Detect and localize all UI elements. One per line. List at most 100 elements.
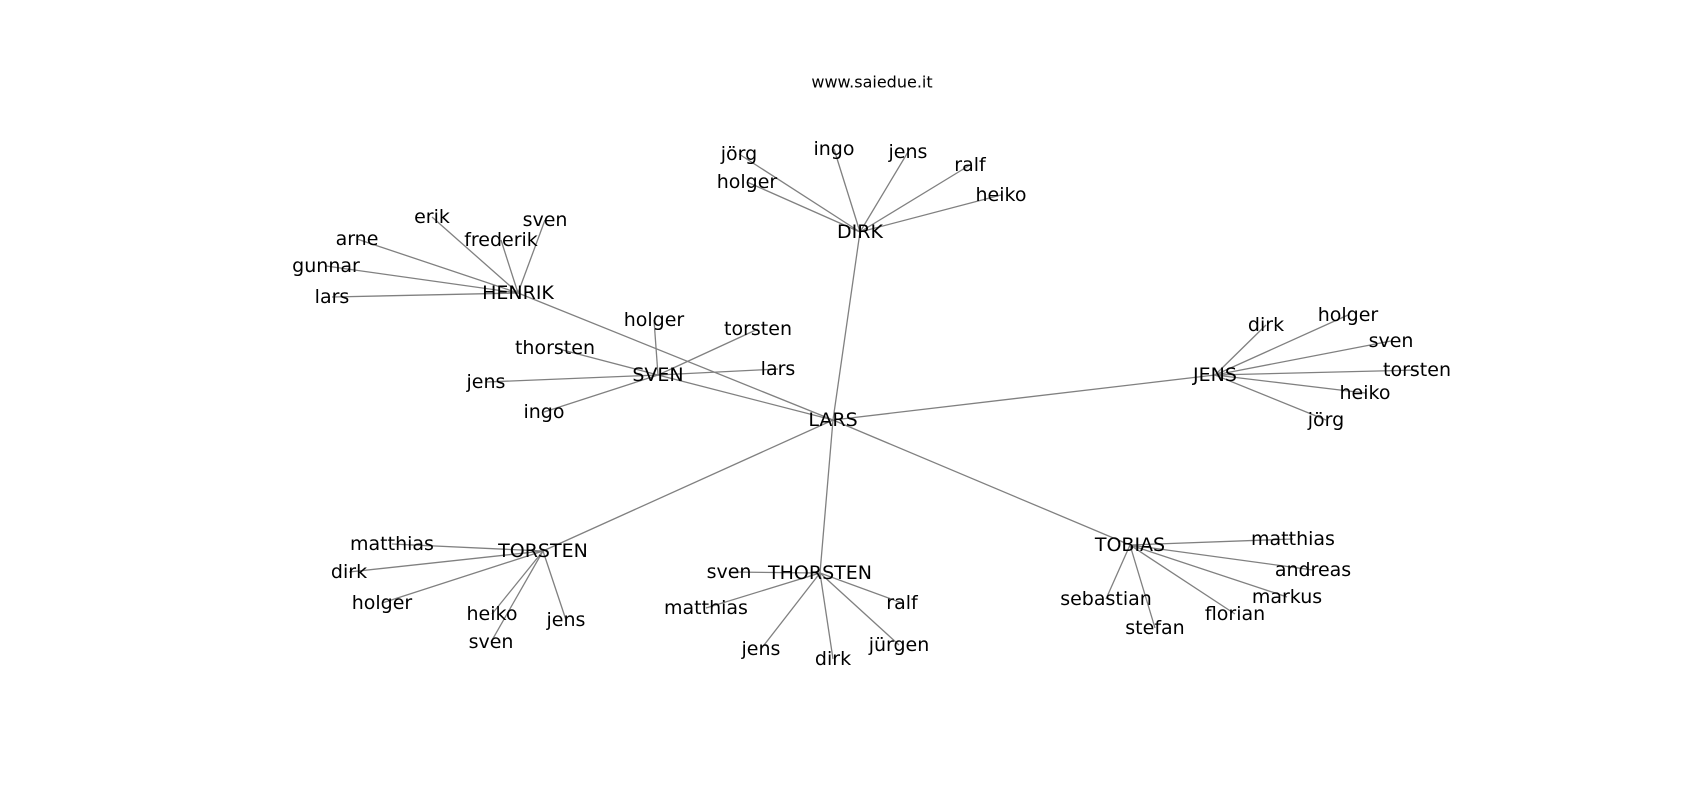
node-leaf-jens: heiko — [1340, 382, 1391, 404]
node-hub-dirk: DIRK — [837, 221, 883, 243]
edge-tobias-leaf — [1129, 544, 1156, 629]
edge-torsten-leaf — [348, 550, 544, 573]
node-leaf-tobias: andreas — [1275, 559, 1351, 581]
node-leaf-jens: holger — [1318, 304, 1379, 326]
edge-lars-jens — [832, 374, 1216, 421]
node-leaf-thorsten: jens — [741, 638, 781, 660]
edge-lars-thorsten — [819, 419, 834, 574]
edge-sven-leaf — [543, 374, 659, 413]
edge-sven-leaf — [657, 328, 759, 376]
edge-tobias-leaf — [1129, 538, 1294, 546]
edge-thorsten-leaf — [819, 572, 900, 646]
edge-torsten-leaf — [542, 550, 567, 621]
edge-jens-leaf — [1214, 324, 1267, 376]
node-hub-tobias: TOBIAS — [1094, 534, 1165, 556]
node-hub-jens: JENS — [1192, 364, 1237, 386]
node-leaf-tobias: stefan — [1125, 617, 1184, 639]
edge-layer — [325, 148, 1418, 660]
node-leaf-thorsten: sven — [707, 561, 752, 583]
edge-lars-dirk — [832, 231, 861, 421]
node-leaf-torsten: matthias — [350, 533, 434, 555]
node-leaf-dirk: jens — [888, 141, 928, 163]
node-leaf-henrik: erik — [414, 206, 450, 228]
node-leaf-sven: holger — [624, 309, 685, 331]
node-leaf-tobias: florian — [1205, 603, 1265, 625]
edge-dirk-leaf — [859, 164, 971, 233]
edge-henrik-leaf — [517, 219, 546, 294]
node-leaf-dirk: heiko — [976, 184, 1027, 206]
edge-jens-leaf — [1214, 340, 1392, 376]
node-leaf-sven: thorsten — [515, 337, 595, 359]
site-watermark: www.saiedue.it — [811, 73, 932, 92]
edge-thorsten-leaf — [819, 572, 834, 660]
node-hub-thorsten: THORSTEN — [767, 562, 872, 584]
edge-dirk-leaf — [859, 151, 909, 233]
node-leaf-tobias: sebastian — [1060, 588, 1152, 610]
node-leaf-jens: dirk — [1248, 314, 1284, 336]
node-leaf-henrik: gunnar — [292, 255, 360, 277]
edge-torsten-leaf — [490, 550, 544, 643]
edge-torsten-leaf — [491, 550, 544, 615]
node-leaf-thorsten: jürgen — [868, 634, 930, 656]
node-leaf-henrik: sven — [523, 209, 568, 231]
edge-jens-leaf — [1214, 374, 1327, 421]
node-hub-sven: SVEN — [632, 364, 683, 386]
node-leaf-torsten: jens — [546, 609, 586, 631]
node-leaf-sven: lars — [761, 358, 796, 380]
node-leaf-torsten: holger — [352, 592, 413, 614]
edge-thorsten-leaf — [760, 572, 821, 650]
node-hub-torsten: TORSTEN — [497, 540, 588, 562]
edge-sven-leaf — [485, 374, 659, 383]
node-leaf-tobias: matthias — [1251, 528, 1335, 550]
edge-thorsten-leaf — [705, 572, 821, 609]
edge-tobias-leaf — [1129, 544, 1314, 571]
node-leaf-jens: jörg — [1307, 409, 1344, 431]
node-leaf-sven: ingo — [523, 401, 564, 423]
edge-lars-tobias — [832, 419, 1131, 546]
edge-torsten-leaf — [391, 543, 544, 552]
edge-jens-leaf — [1214, 314, 1349, 376]
edge-henrik-leaf — [356, 238, 519, 294]
edge-lars-henrik — [517, 292, 834, 421]
edge-tobias-leaf — [1105, 544, 1131, 600]
node-leaf-torsten: dirk — [331, 561, 367, 583]
edge-henrik-leaf — [325, 265, 519, 294]
edge-torsten-leaf — [381, 550, 544, 604]
edge-dirk-leaf — [746, 181, 861, 233]
node-leaf-henrik: lars — [315, 286, 350, 308]
node-leaf-thorsten: ralf — [886, 592, 919, 614]
node-leaf-henrik: frederik — [464, 229, 538, 251]
edge-henrik-leaf — [331, 292, 519, 298]
node-leaf-sven: jens — [466, 371, 506, 393]
edge-thorsten-leaf — [728, 571, 821, 574]
node-leaf-dirk: holger — [717, 171, 778, 193]
node-leaf-jens: torsten — [1383, 359, 1451, 381]
node-root-lars: LARS — [808, 409, 857, 431]
edge-henrik-leaf — [500, 239, 519, 294]
edge-tobias-leaf — [1129, 544, 1288, 598]
node-leaf-sven: torsten — [724, 318, 792, 340]
edge-henrik-leaf — [431, 216, 519, 294]
edge-jens-leaf — [1214, 369, 1418, 376]
edge-sven-leaf — [554, 347, 659, 376]
node-leaf-henrik: arne — [336, 228, 379, 250]
node-hub-henrik: HENRIK — [482, 282, 554, 304]
edge-lars-sven — [657, 374, 834, 421]
node-leaf-thorsten: dirk — [815, 648, 851, 670]
node-leaf-dirk: ingo — [813, 138, 854, 160]
node-leaf-thorsten: matthias — [664, 597, 748, 619]
node-leaf-torsten: sven — [469, 631, 514, 653]
edge-jens-leaf — [1214, 374, 1366, 394]
edge-dirk-leaf — [859, 194, 1002, 233]
edge-tobias-leaf — [1129, 544, 1236, 615]
node-leaf-jens: sven — [1369, 330, 1414, 352]
edge-sven-leaf — [653, 319, 659, 376]
edge-dirk-leaf — [738, 153, 861, 233]
node-leaf-dirk: jörg — [720, 143, 757, 165]
edge-sven-leaf — [657, 368, 779, 376]
node-leaf-dirk: ralf — [954, 154, 987, 176]
edge-lars-torsten — [542, 419, 834, 552]
edge-dirk-leaf — [833, 148, 861, 233]
